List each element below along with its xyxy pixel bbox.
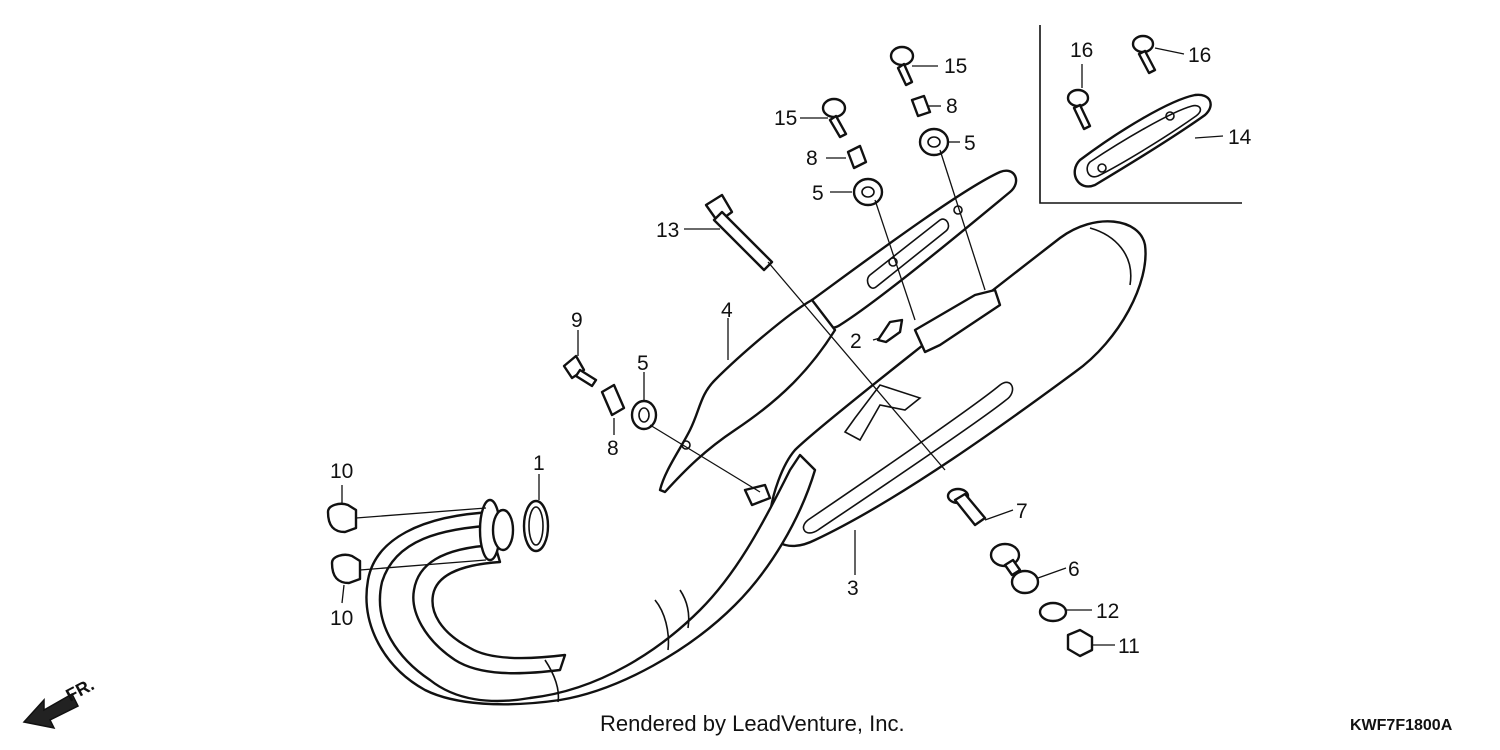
callout-14: 14 <box>1228 126 1252 149</box>
callout-5-top: 5 <box>964 132 976 155</box>
exhaust-pipe <box>365 453 817 706</box>
bolt-15-right <box>889 45 915 87</box>
heat-shield <box>658 169 1018 494</box>
callout-9: 9 <box>571 309 583 332</box>
callout-5-left: 5 <box>637 352 649 375</box>
callout-3: 3 <box>847 577 859 600</box>
callout-labels: 15 8 15 8 5 5 13 4 2 9 5 8 1 10 10 3 7 6… <box>330 39 1252 658</box>
callout-11: 11 <box>1118 635 1140 658</box>
arrow-icon <box>22 692 80 730</box>
callout-15-right: 15 <box>944 55 967 78</box>
gasket <box>522 499 550 553</box>
grommet-5-mid <box>852 177 884 207</box>
collar-8-mid <box>846 144 868 170</box>
callout-10-upper: 10 <box>330 460 353 483</box>
cap-nut-lower <box>330 553 362 585</box>
nut-11 <box>1066 628 1094 658</box>
callout-8-top: 8 <box>946 95 958 118</box>
callout-7: 7 <box>1016 500 1028 523</box>
guide-lines <box>355 149 986 571</box>
callout-6: 6 <box>1068 558 1080 581</box>
callout-2: 2 <box>850 330 862 353</box>
callout-1: 1 <box>533 452 545 475</box>
bolt-15-left <box>821 97 848 139</box>
cap-nut-upper <box>326 502 358 534</box>
callout-4: 4 <box>721 299 733 322</box>
collar-8-top <box>910 94 932 118</box>
callout-16-right: 16 <box>1188 44 1211 67</box>
callout-8-mid: 8 <box>806 147 818 170</box>
flange-bolt-13 <box>704 193 774 272</box>
callout-15-left: 15 <box>774 107 797 130</box>
bolt-16-left <box>1066 88 1092 131</box>
inset-frame <box>1039 25 1242 204</box>
collar-7 <box>946 487 987 527</box>
callout-8-left: 8 <box>607 437 619 460</box>
callout-12: 12 <box>1096 600 1119 623</box>
grommet-5-top <box>918 127 950 157</box>
callout-13: 13 <box>656 219 679 242</box>
bolt-16-right <box>1131 34 1157 75</box>
front-direction-indicator: FR. <box>22 674 97 730</box>
rubber-mount-6 <box>989 542 1040 595</box>
diagram-code: KWF7F1800A <box>1350 717 1453 734</box>
plate-washer <box>876 318 904 344</box>
callout-5-mid: 5 <box>812 182 824 205</box>
render-credit: Rendered by LeadVenture, Inc. <box>600 711 905 736</box>
collar-8-left <box>600 383 626 417</box>
bolt-9 <box>562 354 598 388</box>
shield-plate-14 <box>1073 93 1212 188</box>
grommet-5-left <box>630 399 658 431</box>
callout-10-lower: 10 <box>330 607 353 630</box>
callout-16-left: 16 <box>1070 39 1093 62</box>
leader-lines <box>341 47 1224 646</box>
washer-12 <box>1038 601 1068 623</box>
shield-bracket <box>743 288 1002 507</box>
